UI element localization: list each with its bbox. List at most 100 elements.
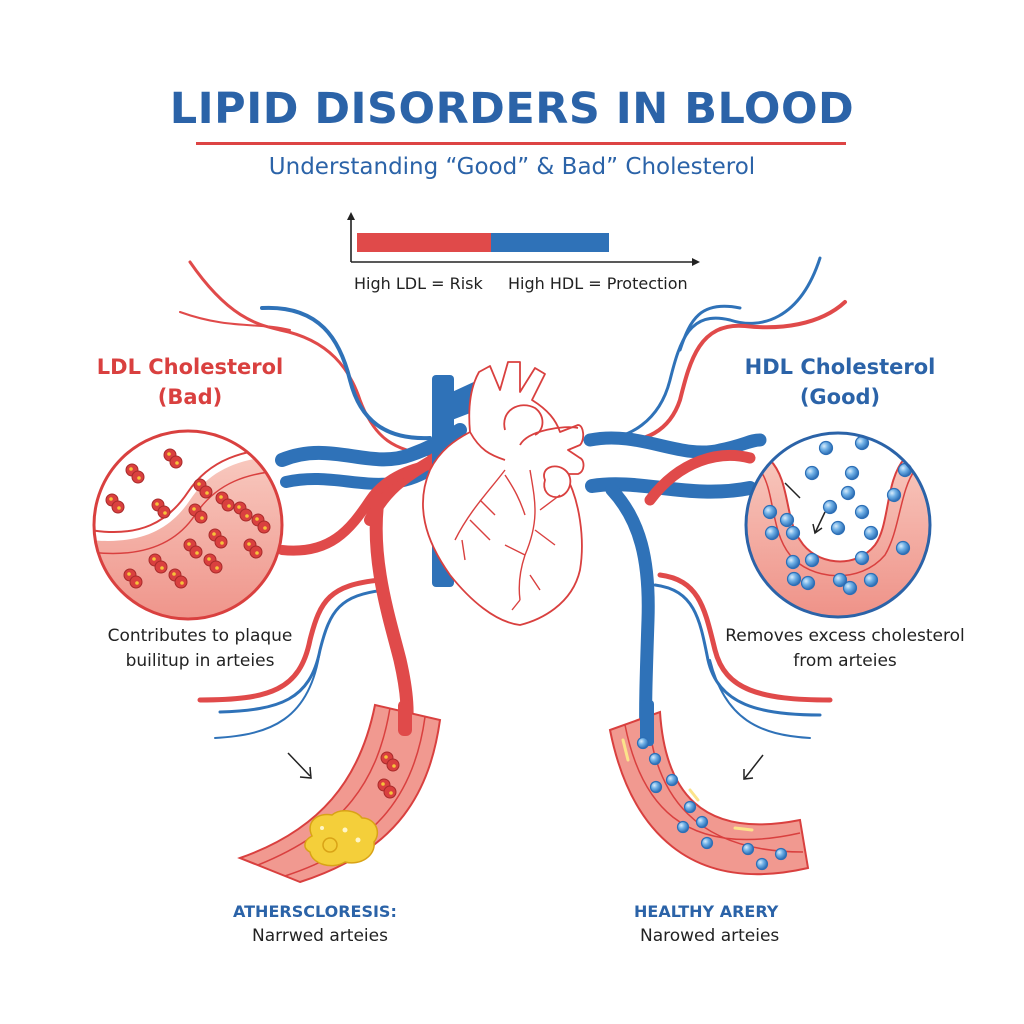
hdl-magnifier — [744, 431, 932, 619]
ldl-particle — [200, 516, 204, 520]
hdl-particle — [774, 847, 788, 861]
ldl-description-line2: builitup in arteies — [125, 651, 275, 671]
hdl-particle — [822, 499, 838, 515]
healthy-artery — [608, 700, 810, 876]
hdl-particle — [832, 572, 848, 588]
ldl-particle — [205, 491, 209, 495]
ldl-particle — [137, 476, 141, 480]
hdl-particle — [785, 554, 801, 570]
ldl-particle — [227, 504, 231, 508]
ldl-heading-line2: (Bad) — [157, 385, 223, 409]
hdl-particle — [842, 580, 858, 596]
ldl-particles-icon — [377, 751, 400, 799]
ldl-particle — [255, 517, 259, 521]
hdl-particle — [741, 842, 755, 856]
ldl-particle — [381, 782, 385, 786]
hdl-particle — [676, 820, 690, 834]
hdl-heading: HDL Cholesterol (Good) — [710, 352, 970, 412]
hdl-particle — [854, 504, 870, 520]
hdl-particle — [665, 773, 679, 787]
ldl-particle — [152, 557, 156, 561]
heart-icon — [422, 361, 585, 626]
hdl-particle — [786, 571, 802, 587]
ldl-particle — [117, 506, 121, 510]
arrow-down-right-icon — [287, 752, 311, 777]
hdl-particle — [785, 525, 801, 541]
ldl-particles-icon — [105, 448, 271, 589]
atherosclerosis-subtitle: Narrwed arteies — [252, 926, 388, 946]
ldl-particle — [127, 572, 131, 576]
hdl-particle — [886, 487, 902, 503]
ldl-particle — [237, 505, 241, 509]
hdl-heading-line1: HDL Cholesterol — [744, 355, 936, 379]
plaque-deposit — [304, 810, 379, 867]
ldl-particle — [215, 566, 219, 570]
hdl-particle — [818, 440, 834, 456]
ldl-heading-line1: LDL Cholesterol — [96, 355, 284, 379]
hdl-particle — [895, 540, 911, 556]
hdl-particle — [854, 550, 870, 566]
ldl-particle — [135, 581, 139, 585]
healthy-artery-subtitle: Narowed arteies — [640, 926, 780, 946]
hdl-particles-icon — [762, 435, 913, 596]
hdl-description: Removes excess cholesterol from arteies — [700, 624, 990, 674]
ldl-particle — [175, 461, 179, 465]
ldl-particle — [219, 495, 223, 499]
ldl-particle — [247, 542, 251, 546]
legend-hdl-label: High HDL = Protection — [508, 274, 688, 293]
ldl-particle — [167, 452, 171, 456]
hdl-particle — [649, 780, 663, 794]
ldl-particle — [384, 755, 388, 759]
ldl-particle — [392, 764, 396, 768]
hdl-particle — [844, 465, 860, 481]
hdl-particle — [863, 525, 879, 541]
hdl-particle — [804, 465, 820, 481]
atherosclerosis-artery — [237, 700, 442, 884]
ldl-particle — [109, 497, 113, 501]
legend-x-arrow — [692, 258, 700, 266]
ldl-description-line1: Contributes to plaque — [107, 626, 293, 646]
arrow-down-left-icon — [744, 754, 764, 779]
hdl-particle — [695, 815, 709, 829]
ldl-particle — [212, 532, 216, 536]
ldl-particle — [245, 514, 249, 518]
hdl-particle — [755, 857, 769, 871]
ldl-description: Contributes to plaque builitup in arteie… — [60, 624, 340, 674]
page-title: LIPID DISORDERS IN BLOOD — [169, 84, 855, 134]
hdl-particle — [648, 752, 662, 766]
ldl-particle — [195, 551, 199, 555]
hdl-particle — [800, 575, 816, 591]
ldl-particle — [172, 572, 176, 576]
hdl-description-line2: from arteies — [793, 651, 897, 671]
ldl-particle — [180, 581, 184, 585]
hdl-arrow-icon — [784, 482, 801, 499]
healthy-artery-title: HEALTHY ARERY — [634, 902, 779, 921]
ldl-particle — [155, 502, 159, 506]
atherosclerosis-title: ATHERSCLORESIS: — [233, 902, 397, 921]
hdl-particle — [779, 512, 795, 528]
hdl-protection-bar — [491, 233, 609, 252]
ldl-particle — [192, 507, 196, 511]
ldl-particle — [207, 557, 211, 561]
ldl-particle — [197, 482, 201, 486]
hdl-particle — [636, 736, 650, 750]
hdl-particle — [830, 520, 846, 536]
ldl-heading: LDL Cholesterol (Bad) — [60, 352, 320, 412]
hdl-particles-icon — [636, 736, 788, 871]
ldl-particle — [220, 541, 224, 545]
ldl-particle — [160, 566, 164, 570]
hdl-particle — [700, 836, 714, 850]
page-subtitle: Understanding “Good” & Bad” Cholesterol — [268, 154, 756, 180]
hdl-particle — [863, 572, 879, 588]
ldl-particle — [255, 551, 259, 555]
ldl-magnifier — [92, 429, 284, 621]
legend-y-arrow — [347, 212, 355, 220]
ldl-particle — [187, 542, 191, 546]
ldl-particle — [389, 791, 393, 795]
hdl-particle — [762, 504, 778, 520]
ldl-particle — [263, 526, 267, 530]
hdl-particle — [683, 800, 697, 814]
ldl-particle — [163, 511, 167, 515]
hdl-particle — [804, 552, 820, 568]
